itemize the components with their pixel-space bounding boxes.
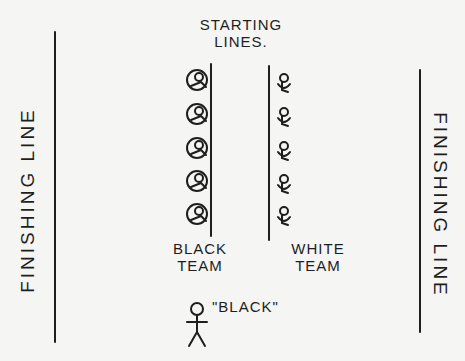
finishing-line-label: FINISHING LINE [17,107,39,293]
team-label: BLACK TEAM [166,240,234,275]
finishing-line [54,32,56,342]
team-label: WHITE TEAM [284,240,352,275]
starting-line [210,64,212,236]
black-team-players [187,70,207,224]
caller-figure [187,303,207,346]
finishing-line [419,70,421,332]
title-label: STARTING LINES. [191,16,291,51]
finishing-line-label: FINISHING LINE [429,112,451,298]
call-label: "BLACK" [212,298,279,315]
starting-line [268,66,270,240]
white-team-players [278,74,290,225]
